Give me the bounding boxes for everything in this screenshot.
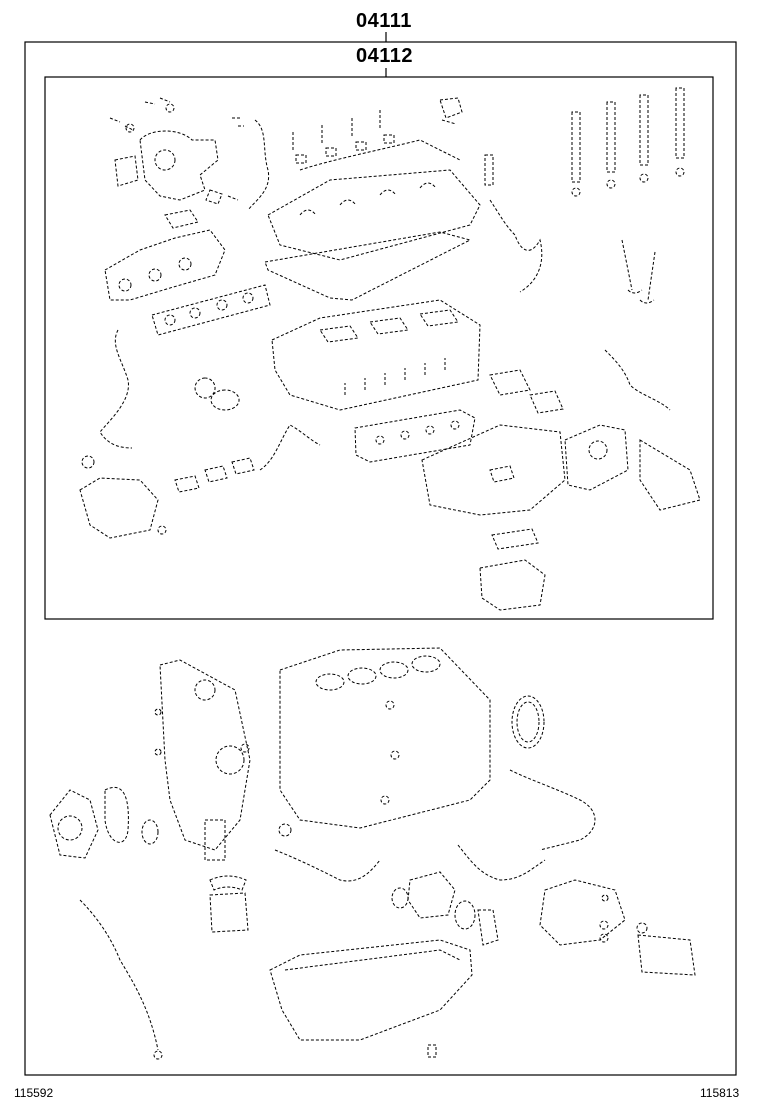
exhaust-manifold-gasket bbox=[151, 284, 271, 336]
oil-cooler bbox=[636, 922, 696, 976]
throttle-body bbox=[479, 528, 546, 611]
fuel-injectors bbox=[571, 87, 685, 197]
egr-cooler bbox=[79, 455, 167, 539]
egr-cooler-gaskets bbox=[174, 457, 255, 493]
water-pump bbox=[49, 789, 99, 859]
manifold-flange-gasket bbox=[164, 209, 199, 229]
fuel-pipe bbox=[489, 199, 543, 293]
oil-level-gauge-guide bbox=[79, 899, 159, 1051]
egr-sensor-wire bbox=[604, 349, 671, 411]
upper-left-bolts bbox=[109, 97, 244, 133]
outer-kit-frame bbox=[24, 41, 737, 1076]
turbo-gasket-set bbox=[205, 189, 239, 205]
oil-pan bbox=[269, 939, 473, 1041]
injector-seal-set bbox=[292, 110, 395, 164]
water-inlet-pipe bbox=[509, 769, 596, 851]
egr-gaskets bbox=[194, 377, 240, 411]
drain-plug-gasket bbox=[427, 1044, 437, 1058]
egr-valve bbox=[564, 424, 629, 491]
water-pump-gasket bbox=[104, 787, 129, 843]
egr-pipe bbox=[639, 439, 701, 511]
oil-filter bbox=[209, 875, 249, 933]
throttle-gaskets bbox=[489, 369, 564, 414]
timing-chain-cover bbox=[159, 659, 251, 861]
outer-kit-code: 04111 bbox=[356, 10, 412, 32]
left-reference-number: 115592 bbox=[14, 1086, 54, 1100]
oxygen-sensor-wire bbox=[247, 119, 270, 211]
exhaust-manifold bbox=[104, 229, 226, 301]
oil-strainer-gasket bbox=[278, 823, 292, 837]
fuel-return-hose bbox=[299, 139, 461, 171]
vacuum-switch bbox=[484, 154, 494, 186]
cylinder-head-gasket bbox=[354, 409, 476, 463]
turbocharger bbox=[114, 130, 219, 201]
intake-manifold bbox=[421, 424, 566, 516]
egr-tube bbox=[259, 424, 321, 471]
small-o-rings bbox=[154, 708, 609, 902]
water-bypass-pipe bbox=[99, 329, 133, 449]
cylinder-head-cover bbox=[267, 169, 481, 261]
water-hose bbox=[457, 844, 546, 881]
cam-seal bbox=[439, 97, 463, 125]
crank-front-seal bbox=[141, 819, 159, 845]
thermostat-housing bbox=[391, 871, 499, 946]
oil-pump bbox=[539, 879, 626, 946]
inner-kit-code: 04112 bbox=[356, 45, 414, 67]
cylinder-block bbox=[279, 647, 491, 829]
intake-exhaust-valves bbox=[621, 239, 656, 304]
rear-oil-seal bbox=[511, 695, 545, 749]
right-reference-number: 115813 bbox=[700, 1086, 740, 1100]
inner-kit-frame bbox=[44, 76, 714, 620]
valve-cover-gasket bbox=[264, 231, 472, 301]
cylinder-head bbox=[271, 299, 481, 411]
oil-strainer-pipe bbox=[274, 849, 381, 882]
dipstick-o-ring bbox=[153, 1050, 163, 1060]
